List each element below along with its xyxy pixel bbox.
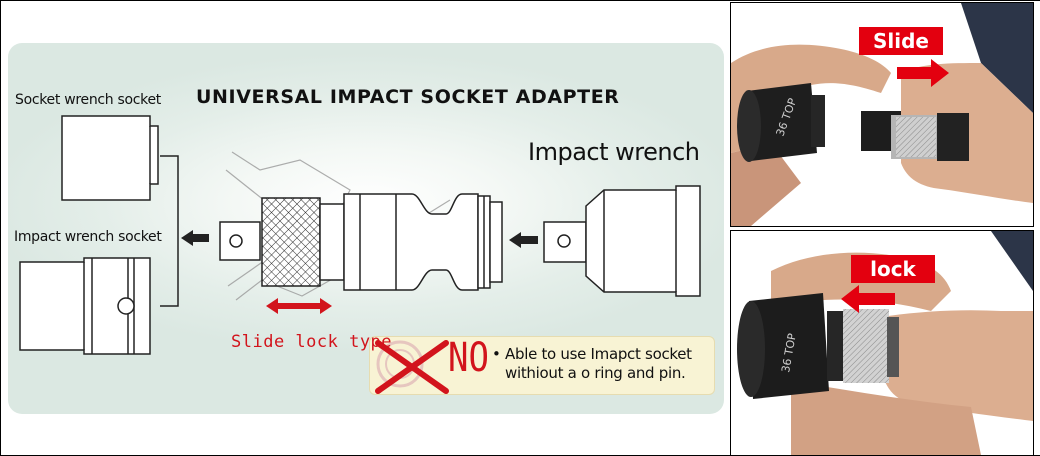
- socket-wrench-socket-label: Socket wrench socket: [15, 92, 161, 108]
- impact-wrench-label: Impact wrench: [528, 138, 700, 166]
- left-arrow-from-wrench: [509, 232, 538, 248]
- no-label: NO: [448, 335, 489, 381]
- slide-photo-illustration: 36 TOP: [731, 3, 1033, 226]
- socket-bracket: [160, 155, 179, 307]
- impact-wrench-socket-drawing: [19, 257, 151, 355]
- slide-lock-type-label: Slide lock type: [231, 332, 393, 352]
- note-line-1: • Able to use Imapct socket: [492, 345, 692, 363]
- photo-lock: 36 TOP lock: [730, 230, 1034, 455]
- adapter-drawing: [19, 115, 701, 395]
- impact-wrench-drawing: [543, 185, 701, 297]
- lock-tag: lock: [851, 255, 935, 283]
- socket-wrench-socket-drawing: [61, 115, 159, 201]
- photo-slide: 36 TOP Slide: [730, 2, 1034, 227]
- note-line-2: withiout a o ring and pin.: [505, 364, 686, 382]
- universal-adapter-drawing: [219, 193, 503, 291]
- left-arrow-to-sockets: [181, 230, 209, 246]
- impact-wrench-socket-label: Impact wrench socket: [14, 229, 162, 245]
- page-title: UNIVERSAL IMPACT SOCKET ADAPTER: [196, 86, 620, 108]
- slide-double-arrow: [266, 298, 332, 314]
- slide-tag: Slide: [859, 27, 943, 55]
